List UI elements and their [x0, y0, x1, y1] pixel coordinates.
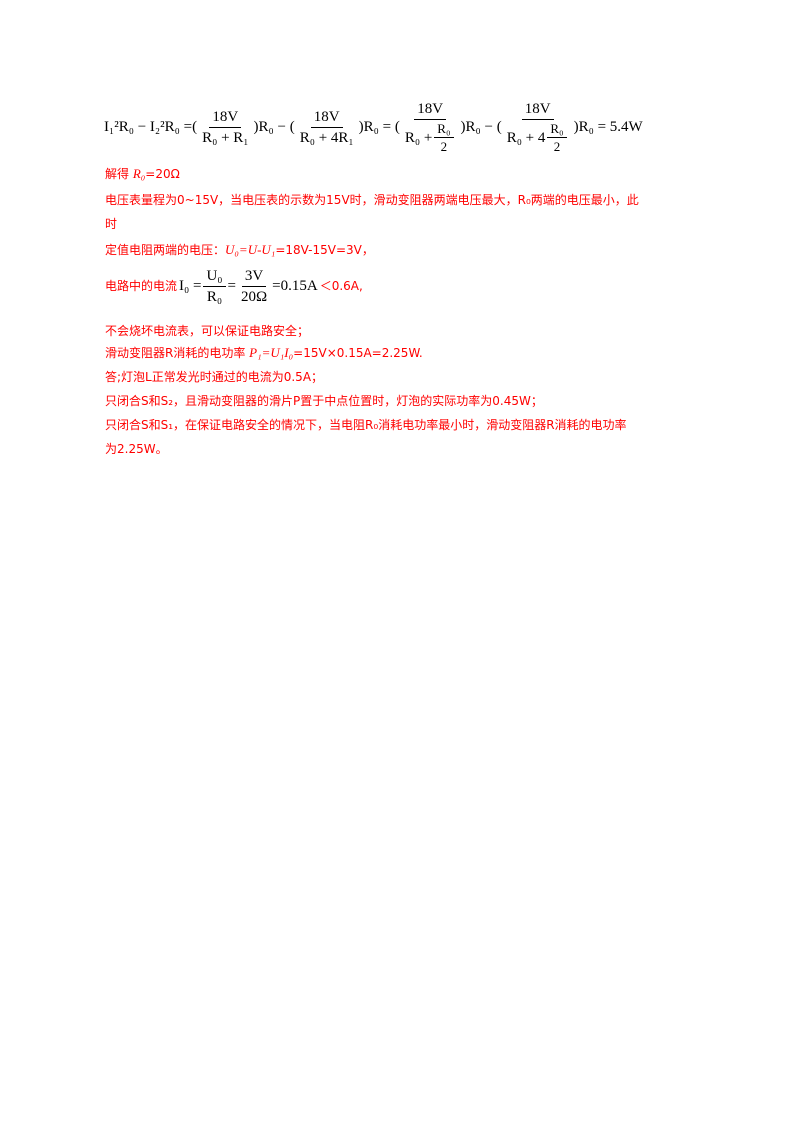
power-difference-equation: I₁²R₀ − I₂²R₀ = ( 18V R₀ + R₁ )R₀ − ( 18…	[104, 92, 704, 162]
current-line: 电路中的电流 I₀ = U₀ R₀ = 3V 20Ω =0.15A ＜0.6A,	[105, 264, 363, 308]
solution-r0-var: R₀	[132, 166, 146, 181]
current-fraction-2: 3V 20Ω	[238, 267, 270, 306]
voltmeter-range-line-cont: 时	[105, 217, 118, 231]
eq-fraction-3: 18V R₀ + R₀ 2	[402, 100, 459, 154]
eq-tail-1: )R₀ − (	[253, 118, 295, 135]
current-fraction-2-den: 20Ω	[240, 288, 268, 305]
rheostat-power-formula: P₁=U₁I₀	[249, 345, 294, 360]
current-equation: I₀ = U₀ R₀ = 3V 20Ω =0.15A	[179, 267, 318, 306]
eq-fraction-4-den-pre: R₀ + 4	[506, 129, 546, 146]
eq-inner-fraction-3-num: R₀	[434, 121, 454, 138]
answer-line-3-cont: 为2.25W。	[105, 442, 168, 456]
current-eq-sign: =	[227, 278, 236, 294]
resistor-voltage-line: 定值电阻两端的电压：U₀=U-U₁=18V-15V=3V，	[105, 242, 374, 258]
eq-fraction-1-num: 18V	[209, 108, 242, 128]
answer-line-3: 只闭合S和S₁，在保证电路安全的情况下，当电阻R₀消耗电功率最小时，滑动变阻器R…	[105, 418, 627, 432]
eq-fraction-3-den-pre: R₀ +	[404, 129, 433, 146]
eq-inner-fraction-3: R₀ 2	[434, 121, 454, 154]
rheostat-power-pre: 滑动变阻器R消耗的电功率	[105, 346, 250, 360]
current-post: ＜0.6A,	[319, 279, 363, 293]
answer-line-1: 答;灯泡L正常发光时通过的电流为0.5A；	[105, 370, 324, 384]
eq-inner-fraction-3-den: 2	[440, 139, 448, 154]
eq-fraction-1: 18V R₀ + R₁	[199, 108, 251, 147]
current-lhs: I₀ =	[179, 278, 202, 294]
eq-tail-3: )R₀ − (	[460, 118, 502, 135]
solution-r0-pre: 解得	[105, 167, 133, 181]
resistor-voltage-pre: 定值电阻两端的电压：	[105, 243, 226, 257]
eq-fraction-3-num: 18V	[414, 100, 447, 120]
answer-line-2: 只闭合S和S₂，且滑动变阻器的滑片P置于中点位置时，灯泡的实际功率为0.45W；	[105, 394, 543, 408]
solution-line-r0: 解得 R₀=20Ω	[105, 166, 180, 182]
eq-fraction-1-den: R₀ + R₁	[202, 129, 249, 146]
current-fraction-2-num: 3V	[241, 267, 267, 287]
eq-fraction-4: 18V R₀ + 4 R₀ 2	[504, 100, 572, 154]
eq-tail-4: )R₀ = 5.4W	[573, 118, 643, 135]
eq-inner-fraction-4: R₀ 2	[547, 121, 567, 154]
eq-fraction-4-num: 18V	[521, 100, 554, 120]
eq-fraction-3-den: R₀ + R₀ 2	[402, 120, 459, 154]
resistor-voltage-post: =18V-15V=3V，	[275, 243, 374, 257]
voltmeter-range-line: 电压表量程为0~15V，当电压表的示数为15V时，滑动变阻器两端电压最大，R₀两…	[105, 193, 639, 207]
eq-tail-2: )R₀ = (	[358, 118, 400, 135]
eq-inner-fraction-4-den: 2	[553, 139, 561, 154]
eq-inner-fraction-4-num: R₀	[547, 121, 567, 138]
eq-lhs: I₁²R₀ − I₂²R₀ =	[104, 118, 193, 135]
current-rhs: =0.15A	[272, 278, 318, 294]
ammeter-safe-line: 不会烧坏电流表，可以保证电路安全；	[105, 324, 310, 338]
solution-r0-post: =20Ω	[145, 167, 180, 181]
rheostat-power-post: =15V×0.15A=2.25W.	[293, 346, 423, 360]
resistor-voltage-formula: U₀=U-U₁	[225, 242, 276, 257]
current-fraction-1-num: U₀	[203, 267, 226, 287]
current-fraction-1: U₀ R₀	[203, 267, 226, 306]
eq-fraction-2-den: R₀ + 4R₁	[299, 129, 354, 146]
eq-fraction-2: 18V R₀ + 4R₁	[297, 108, 357, 147]
rheostat-power-line: 滑动变阻器R消耗的电功率 P₁=U₁I₀=15V×0.15A=2.25W.	[105, 345, 423, 361]
current-fraction-1-den: R₀	[206, 288, 223, 305]
eq-fraction-4-den: R₀ + 4 R₀ 2	[504, 120, 572, 154]
current-pre: 电路中的电流	[105, 279, 178, 293]
eq-fraction-2-num: 18V	[310, 108, 343, 128]
eq-open-1: (	[192, 118, 198, 135]
